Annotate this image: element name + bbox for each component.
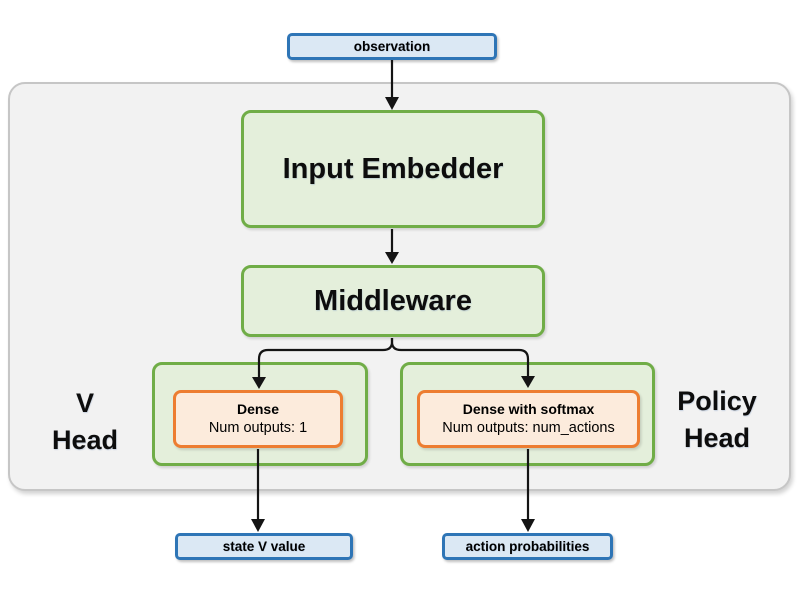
policy-head-dense-title: Dense with softmax [462, 401, 595, 418]
state-v-value-box: state V value [175, 533, 353, 560]
action-probabilities-label: action probabilities [465, 539, 590, 554]
observation-label: observation [353, 39, 431, 54]
observation-box: observation [287, 33, 497, 60]
middleware-box: Middleware [241, 265, 545, 337]
v-head-dense-box: Dense Num outputs: 1 [173, 390, 343, 448]
action-probabilities-box: action probabilities [442, 533, 613, 560]
input-embedder-label: Input Embedder [282, 152, 504, 185]
policy-head-label: Policy Head [658, 383, 776, 458]
v-head-label-line1: V [75, 388, 94, 418]
state-v-value-label: state V value [222, 539, 306, 554]
input-embedder-box: Input Embedder [241, 110, 545, 228]
v-head-dense-subtitle: Num outputs: 1 [208, 419, 308, 436]
v-head-label-line2: Head [51, 425, 119, 456]
policy-head-dense-box: Dense with softmax Num outputs: num_acti… [417, 390, 640, 448]
policy-head-dense-subtitle: Num outputs: num_actions [442, 419, 615, 436]
policy-head-label-line2: Head [683, 423, 751, 454]
policy-head-label-line1: Policy [677, 386, 757, 416]
v-head-dense-title: Dense [236, 401, 280, 418]
middleware-label: Middleware [314, 284, 472, 317]
v-head-label: V Head [28, 385, 142, 460]
